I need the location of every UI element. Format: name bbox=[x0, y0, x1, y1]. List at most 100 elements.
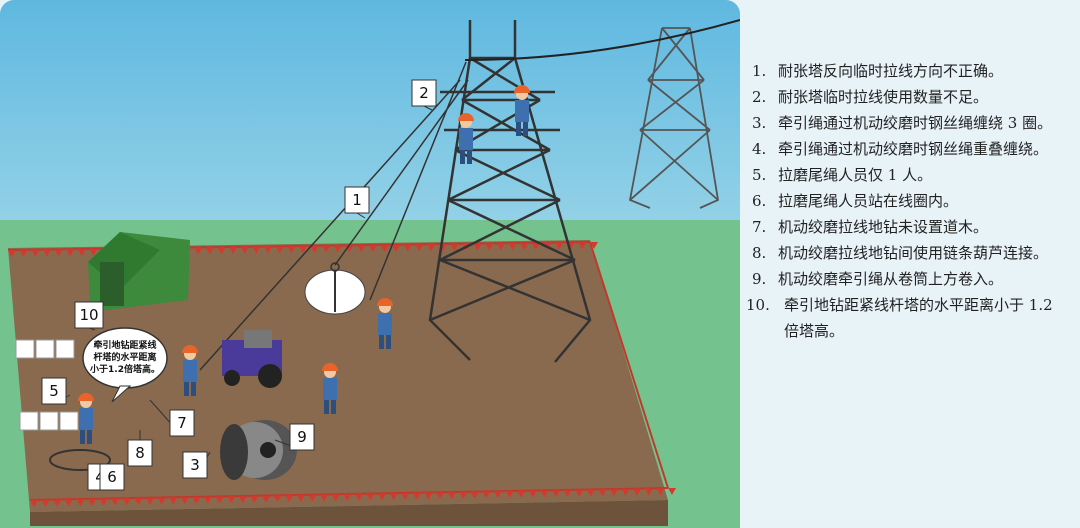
callout-number: 5 bbox=[49, 382, 59, 400]
fence-flag bbox=[215, 496, 224, 504]
fence-flag bbox=[528, 490, 537, 498]
fence-flag bbox=[157, 497, 166, 505]
fence-flag bbox=[76, 499, 85, 507]
workers bbox=[78, 85, 530, 444]
violation-number: 5. bbox=[752, 166, 767, 184]
fence-flag bbox=[450, 243, 459, 251]
fence-flag bbox=[508, 243, 517, 251]
worker bbox=[182, 345, 198, 396]
violation-number: 7. bbox=[752, 218, 767, 236]
fence-flag bbox=[496, 243, 505, 251]
fence-flag bbox=[401, 493, 410, 501]
fence-flag bbox=[331, 494, 340, 502]
ground-side bbox=[30, 500, 668, 526]
far-tower bbox=[628, 27, 719, 209]
winch-drum bbox=[220, 420, 297, 480]
fence-flag bbox=[412, 492, 421, 500]
violation-text: 机动绞磨牵引绳从卷筒上方卷入。 bbox=[778, 270, 1004, 288]
violation-item: 7. 机动绞磨拉线地钻未设置道木。 bbox=[752, 214, 1072, 240]
fence-flag bbox=[378, 493, 386, 501]
fence-flag bbox=[53, 499, 62, 507]
fence-flag bbox=[19, 249, 28, 257]
fence-flag bbox=[403, 244, 412, 252]
fence-flag bbox=[555, 242, 564, 250]
fence-flag bbox=[427, 244, 436, 252]
callout-box bbox=[74, 301, 104, 329]
sign-boards bbox=[15, 339, 79, 431]
violation-text: 机动绞磨拉线地钻未设置道木。 bbox=[778, 218, 989, 236]
ground-anchor bbox=[304, 262, 366, 315]
fence-flag bbox=[310, 245, 319, 253]
violation-item: 6.拉磨尾绳人员站在线圈内。 bbox=[752, 188, 1072, 214]
callout-number: 9 bbox=[297, 428, 307, 446]
fence-flag bbox=[252, 246, 261, 254]
fence-flag bbox=[180, 497, 189, 505]
fence-flag bbox=[238, 496, 247, 504]
callout-number: 7 bbox=[177, 414, 187, 432]
violation-item: 9. 机动绞磨牵引绳从卷筒上方卷入。 bbox=[752, 266, 1072, 292]
fence-flag bbox=[531, 242, 540, 250]
fence-flag bbox=[89, 248, 98, 256]
fence-flag bbox=[64, 499, 73, 507]
fence-flag bbox=[586, 489, 595, 497]
violation-text: 牵引绳通过机动绞磨时钢丝绳重叠缠绕。 bbox=[778, 140, 1049, 158]
fence-flag bbox=[66, 249, 75, 257]
fence-flag bbox=[264, 246, 273, 254]
fence-flag bbox=[578, 242, 587, 250]
work-ground bbox=[8, 240, 668, 512]
fence-flag bbox=[146, 497, 154, 505]
fence-flag bbox=[333, 245, 342, 253]
worker bbox=[458, 113, 474, 164]
fence-flag bbox=[122, 498, 131, 506]
violation-item: 4.牵引绳通过机动绞磨时钢丝绳重叠缠绕。 bbox=[752, 136, 1072, 162]
fence-flag bbox=[204, 496, 212, 504]
violation-list: 1.耐张塔反向临时拉线方向不正确。2.耐张塔临时拉线使用数量不足。3.牵引绳通过… bbox=[746, 58, 1072, 344]
callout-number: 3 bbox=[190, 456, 200, 474]
fence-flag bbox=[320, 494, 328, 502]
fence-flag bbox=[470, 491, 479, 499]
callout-box bbox=[99, 463, 125, 491]
worker bbox=[514, 85, 530, 136]
fence-flag bbox=[262, 495, 270, 503]
fence-flag bbox=[192, 496, 201, 504]
fence-flag bbox=[392, 244, 401, 252]
fence-flag bbox=[322, 245, 331, 253]
violation-text: 拉磨尾绳人员仅 1 人。 bbox=[778, 166, 933, 184]
callout-box bbox=[182, 451, 208, 479]
callout-box bbox=[289, 423, 315, 451]
fence-flag bbox=[494, 491, 502, 499]
violation-text: 牵引地钻距紧线杆塔的水平距离小于 1.2 倍塔高。 bbox=[784, 296, 1053, 340]
fence-flag bbox=[111, 498, 120, 506]
violation-number: 2. bbox=[752, 88, 767, 106]
callout-number: 2 bbox=[419, 84, 429, 102]
speech-line-2: 杆塔的水平距离 bbox=[93, 351, 156, 363]
violation-number: 6. bbox=[752, 192, 767, 210]
fence-flag bbox=[482, 491, 491, 499]
violation-number: 1. bbox=[752, 62, 767, 80]
fence-flag bbox=[575, 489, 584, 497]
callout-leader bbox=[423, 105, 433, 111]
fence-flag bbox=[380, 244, 389, 252]
fence-flag bbox=[30, 500, 38, 507]
fence-flag bbox=[598, 489, 607, 497]
fence-flag bbox=[436, 492, 444, 500]
fence-flag bbox=[389, 493, 398, 501]
speech-bubble: 牵引地钻距紧线 杆塔的水平距离 小于1.2倍塔高。 bbox=[82, 327, 168, 403]
fence-flag bbox=[240, 246, 249, 254]
fence-flag bbox=[285, 495, 294, 503]
fence-flag bbox=[77, 249, 86, 257]
guy-wires bbox=[199, 61, 469, 371]
fence-flag bbox=[134, 498, 143, 506]
fence-flag bbox=[505, 491, 514, 499]
motorized-winch bbox=[222, 330, 282, 388]
fence-flag bbox=[610, 489, 618, 497]
violation-item: 1.耐张塔反向临时拉线方向不正确。 bbox=[752, 58, 1072, 84]
violation-number: 9. bbox=[752, 270, 767, 288]
construction-scene: 牵引地钻距紧线 杆塔的水平距离 小于1.2倍塔高。 12345678910 bbox=[0, 0, 740, 528]
fence-flag bbox=[415, 244, 424, 252]
fence-flag bbox=[308, 494, 317, 502]
tent bbox=[88, 232, 190, 312]
violation-text: 耐张塔临时拉线使用数量不足。 bbox=[778, 88, 989, 106]
fence-flag bbox=[8, 250, 16, 257]
fence-flag bbox=[366, 493, 375, 501]
